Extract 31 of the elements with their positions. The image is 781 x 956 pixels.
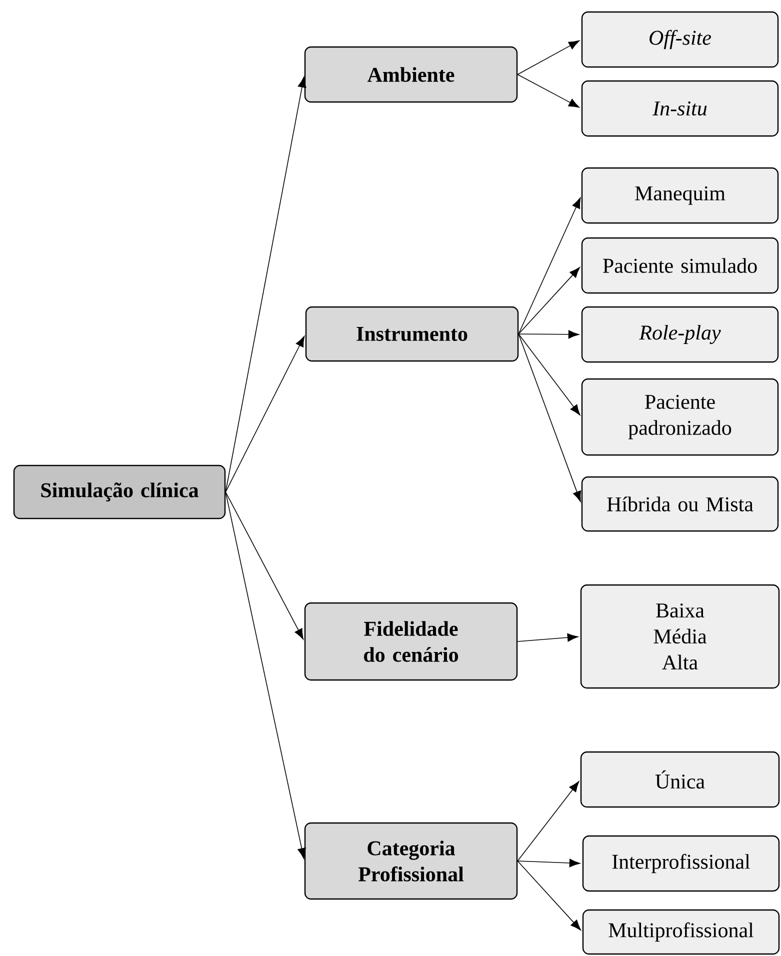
arrow [225,336,305,492]
root-box: Simulação clínica [13,464,226,520]
option-box: Manequim [581,167,779,224]
option-box: Multiprofissional [582,909,780,955]
arrow [225,492,306,859]
option-box: Off-site [581,11,779,68]
arrow [518,334,581,502]
arrow [517,40,580,75]
option-box: In-situ [581,80,779,137]
option-box: Híbrida ou Mista [581,476,779,532]
option-box: Paciente padronizado [581,378,779,456]
arrow [518,267,580,334]
arrow [517,860,581,930]
option-box: Paciente simulado [581,237,779,294]
category-box: Categoria Profissional [304,822,518,900]
arrow [517,781,580,862]
arrow [517,633,578,642]
arrow [517,74,580,108]
category-box: Instrumento [305,306,519,362]
arrow [225,76,306,492]
option-box: Role-play [581,306,779,363]
category-box: Ambiente [304,46,518,103]
option-box: Única [580,751,780,808]
arrow [225,492,304,640]
arrow [517,858,580,868]
arrow [518,334,580,416]
category-box: Fidelidade do cenário [304,602,518,681]
option-box: Baixa Média Alta [580,584,780,689]
arrow [518,330,580,339]
arrow [518,198,581,334]
option-box: Interprofissional [582,835,780,892]
